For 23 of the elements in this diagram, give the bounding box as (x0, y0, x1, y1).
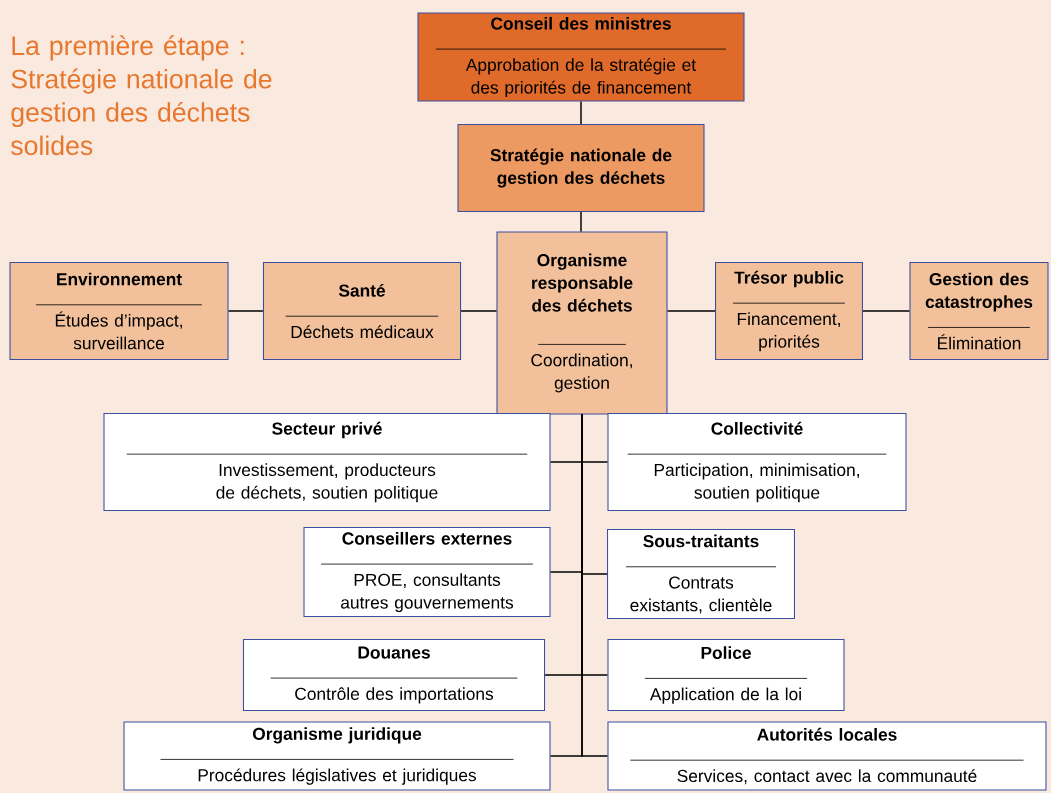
connector-line (581, 413, 609, 757)
org-box: Organisme juridique Procédures législatives et juridiques (123, 721, 551, 791)
org-box: Collectivité Participation, minimisation, soutien politique (607, 412, 907, 512)
org-box: Sous-traitants Contrats existants, clientèle (607, 528, 795, 620)
connector-line (460, 310, 498, 312)
connector-line (666, 310, 716, 312)
title: La première étape : Stratégie nationale de gestion des déchets solides (11, 35, 272, 156)
org-box: Autorités locales Services, contact avec la communauté (607, 721, 1047, 791)
org-box: Police Application de la loi (607, 639, 845, 711)
connector-line (862, 310, 911, 312)
org-box: Environnement Études d’impact, surveillance (9, 261, 229, 361)
org-box: Secteur privé Investissement, producteurs de déchets, soutien politique (103, 412, 551, 512)
org-box: Douanes Contrôle des importations (242, 639, 546, 711)
connector-line (227, 310, 264, 312)
connector-line (580, 100, 582, 125)
org-box: Gestion des catastrophes Élimination (909, 261, 1049, 361)
org-box: Conseil des ministres Approbation de la stratégie et des priorités de financement (417, 12, 745, 102)
org-box: Santé Déchets médicaux (262, 261, 462, 361)
org-box: Organisme responsable des déchets Coordination, gestion (496, 231, 668, 415)
org-box: Trésor public Financement, priorités (715, 261, 863, 361)
org-box: Stratégie nationale de gestion des déchets (457, 124, 705, 212)
connector-line (580, 211, 582, 233)
org-box: Conseillers externes PROE, consultants autres gouvernements (303, 526, 551, 618)
